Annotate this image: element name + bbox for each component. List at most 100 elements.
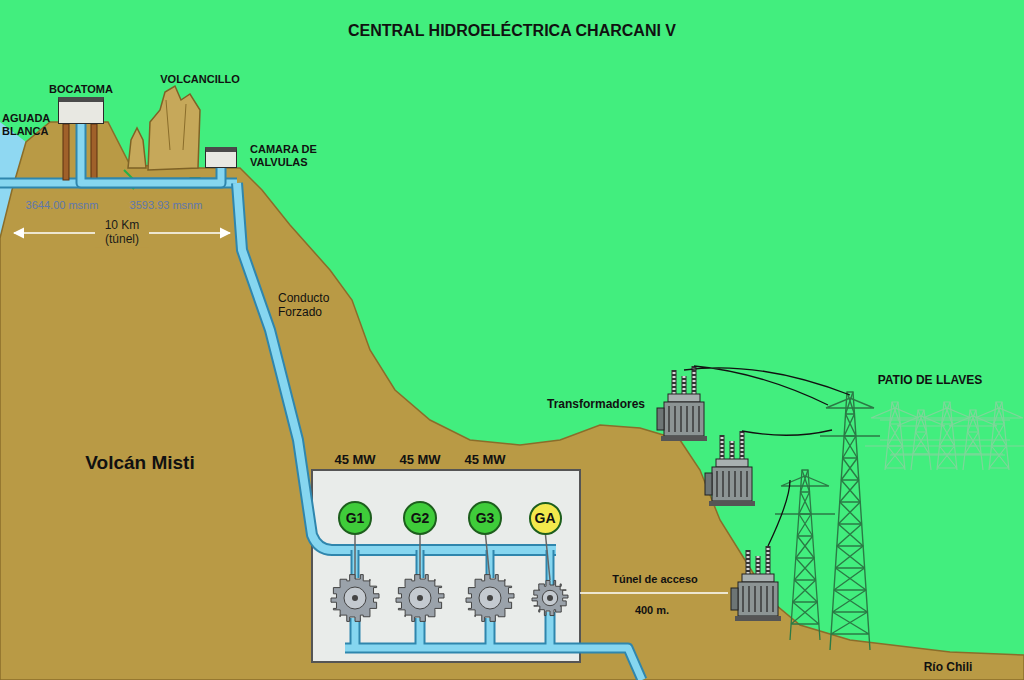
- generator-label: G2: [411, 510, 430, 526]
- generator-label: G3: [476, 510, 495, 526]
- transmission-tower: [989, 446, 1009, 468]
- part-name: Conducto Forzado: [278, 292, 344, 320]
- generator-shaft: [545, 530, 550, 580]
- place-name: VOLCANCILLO: [160, 73, 239, 86]
- place-name: AGUADA BLANCA: [2, 112, 58, 137]
- turbine-wheel: [331, 575, 379, 622]
- tailrace-pipe: [345, 612, 642, 680]
- transmission-tower: [989, 402, 1009, 470]
- transmission-tower: [887, 424, 902, 446]
- turbine-feed: [355, 550, 550, 585]
- mountain-ground: [0, 122, 1024, 680]
- turbine-wheel: [532, 580, 568, 615]
- intake-house: BOCATOMA: [58, 97, 104, 124]
- transmission-tower: [915, 410, 926, 432]
- transmission-tower: [939, 424, 954, 446]
- transmission-tower: [800, 470, 809, 492]
- transmission-tower: [885, 446, 905, 468]
- diagram-title: CENTRAL HIDROELÉCTRICA CHARCANI V: [348, 22, 676, 40]
- turbine-wheel: [396, 575, 444, 622]
- turbine-wheel: [409, 587, 431, 609]
- power-rating: 45 MW: [399, 453, 440, 468]
- transmission-tower: [937, 402, 957, 470]
- turbine-wheel: [479, 587, 501, 609]
- transmission-tower: [775, 392, 1024, 650]
- transmission-tower: [942, 402, 953, 424]
- generator-label: G1: [346, 510, 365, 526]
- transmission-tower: [799, 492, 811, 514]
- transmission-tower: [841, 458, 859, 480]
- generator-circle: G2: [403, 501, 437, 535]
- valve-chamber: CAMARA DE VALVULAS: [205, 147, 237, 168]
- transmission-tower: [937, 446, 957, 468]
- generator-label: GA: [535, 510, 556, 526]
- turbine-feed: [355, 550, 550, 585]
- turbine-wheel: [487, 595, 493, 601]
- power-rating: 45 MW: [334, 453, 375, 468]
- transformer-symbol: [731, 546, 781, 621]
- transmission-tower: [880, 420, 1010, 455]
- dimension-label: 10 Km (túnel): [95, 219, 149, 247]
- power-wire: [684, 366, 850, 546]
- turbine-wheel: [466, 575, 514, 622]
- generator-shaft: [485, 530, 490, 580]
- transmission-tower: [790, 470, 820, 640]
- penstock-pipe: [237, 183, 556, 550]
- intake-pillar: [91, 124, 97, 180]
- volcancillo-rock: [128, 128, 146, 168]
- turbine-wheel: [344, 587, 366, 609]
- tailrace-pipe: [345, 612, 642, 680]
- transformer-symbol: [657, 366, 707, 441]
- part-name: Transformadores: [547, 398, 645, 412]
- turbine-wheel: [547, 595, 553, 601]
- transmission-tower: [837, 524, 863, 546]
- elevation-label: 3593.93 msnm: [130, 199, 203, 212]
- elevation-label: 3644.00 msnm: [26, 199, 99, 212]
- volcancillo-rock: [148, 86, 200, 170]
- transmission-tower: [965, 432, 981, 454]
- transmission-tower: [791, 602, 819, 624]
- transmission-tower: [991, 424, 1006, 446]
- transmission-tower: [967, 410, 978, 432]
- generator-circle: G3: [468, 501, 502, 535]
- access-tunnel: [580, 592, 728, 594]
- transmission-tower: [797, 514, 812, 536]
- turbine-wheel: [542, 590, 557, 605]
- transmission-tower: [913, 432, 929, 454]
- penstock-pipe: [237, 183, 556, 550]
- power-rating: 45 MW: [464, 453, 505, 468]
- place-name: PATIO DE LLAVES: [878, 374, 983, 388]
- transmission-tower: [833, 590, 868, 612]
- transmission-tower: [840, 480, 860, 502]
- transmission-tower: [794, 558, 816, 580]
- tunnel-connector: [81, 124, 221, 183]
- turbine-wheel: [352, 595, 358, 601]
- transmission-tower: [793, 580, 818, 602]
- place-name: Río Chili: [924, 661, 973, 675]
- transmission-tower: [830, 392, 870, 650]
- transmission-tower: [775, 470, 835, 640]
- transmission-tower: [917, 402, 977, 470]
- turbine-wheel: [417, 595, 423, 601]
- tunnel-connector: [81, 124, 221, 183]
- dimension-label: 400 m.: [635, 604, 669, 617]
- transmission-tower: [994, 402, 1005, 424]
- transmission-tower: [838, 502, 861, 524]
- generator-circle: G1: [338, 501, 372, 535]
- transmission-tower: [846, 392, 855, 414]
- part-name: Túnel de acceso: [612, 573, 698, 586]
- transmission-tower: [890, 402, 901, 424]
- turbine-wheel: [331, 575, 568, 622]
- rock-detail: [166, 100, 186, 150]
- structure-name: CAMARA DE VALVULAS: [250, 143, 336, 168]
- intake-pillar: [63, 124, 69, 180]
- transmission-tower: [885, 402, 905, 470]
- transmission-tower: [844, 414, 856, 436]
- generator-shaft: [355, 530, 550, 580]
- transformer-symbol: [705, 431, 755, 506]
- transmission-tower: [831, 612, 869, 634]
